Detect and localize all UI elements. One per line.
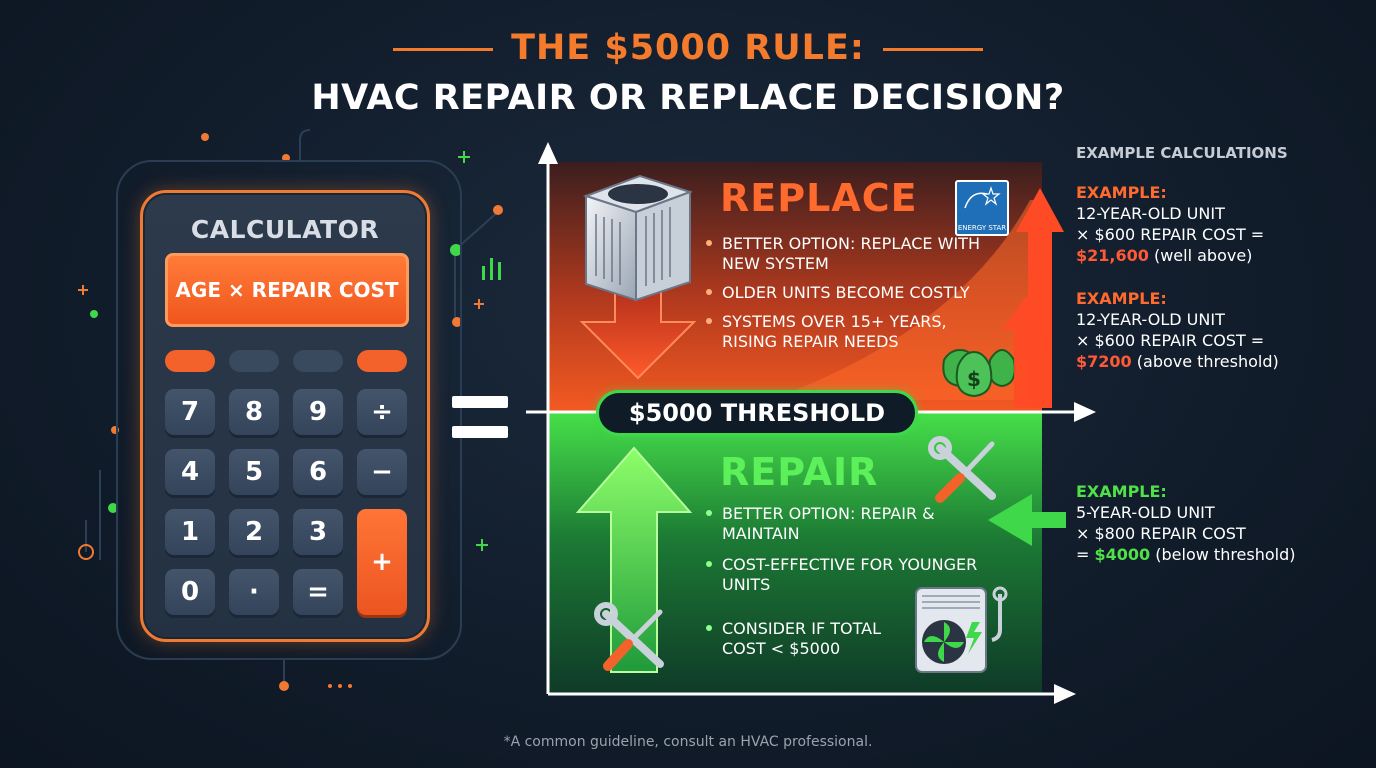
- title-block: THE $5000 RULE: HVAC REPAIR OR REPLACE D…: [0, 28, 1376, 118]
- example-label: EXAMPLE:: [1076, 183, 1167, 202]
- example-line: × $600 REPAIR COST =: [1076, 331, 1265, 350]
- example-line: 12-YEAR-OLD UNIT: [1076, 310, 1225, 329]
- key-3: 3: [293, 509, 343, 555]
- key-4: 4: [165, 449, 215, 495]
- key-plus: +: [357, 509, 407, 615]
- calculator-function-key: [229, 350, 279, 372]
- threshold-arrow-icon: [1074, 402, 1096, 422]
- up-arrow-icon: [575, 446, 693, 673]
- example-3: EXAMPLE: 5-YEAR-OLD UNIT × $800 REPAIR C…: [1076, 481, 1296, 565]
- calculator-display: AGE × REPAIR COST: [165, 253, 409, 327]
- outdoor-ac-unit-icon: [582, 174, 694, 302]
- example-note: (below threshold): [1155, 545, 1296, 564]
- key-divide: ÷: [357, 389, 407, 435]
- key-dot: ·: [229, 569, 279, 615]
- key-8: 8: [229, 389, 279, 435]
- example-note: (above threshold): [1136, 352, 1279, 371]
- example-note: (well above): [1153, 246, 1253, 265]
- repair-bullet: CONSIDER IF TOTAL COST < $5000: [706, 619, 886, 659]
- key-equals: =: [293, 569, 343, 615]
- repair-bullets: BETTER OPTION: REPAIR & MAINTAIN COST-EF…: [706, 504, 1006, 668]
- example-line: × $600 REPAIR COST =: [1076, 225, 1265, 244]
- equals-icon: [452, 396, 508, 440]
- examples-heading: EXAMPLE CALCULATIONS: [1076, 144, 1288, 162]
- example-result-line: $7200 (above threshold): [1076, 351, 1279, 372]
- energy-star-icon: [964, 186, 1001, 209]
- y-axis-arrow-icon: [538, 142, 558, 164]
- money-bags-icon: $: [942, 348, 1016, 398]
- example-label: EXAMPLE:: [1076, 289, 1167, 308]
- repair-title: REPAIR: [720, 450, 879, 494]
- replace-bullets: BETTER OPTION: REPLACE WITH NEW SYSTEM O…: [706, 234, 996, 361]
- example-result: $7200: [1076, 352, 1132, 371]
- mini-split-unit-icon: [915, 586, 1008, 673]
- wrench-screwdriver-icon: [928, 436, 996, 503]
- example-result-line: = $4000 (below threshold): [1076, 544, 1296, 565]
- calculator-function-key: [165, 350, 215, 372]
- example-line: × $800 REPAIR COST: [1076, 524, 1246, 543]
- example-label: EXAMPLE:: [1076, 482, 1167, 501]
- energy-star-badge: ENERGY STAR: [955, 180, 1009, 236]
- replace-bullet: OLDER UNITS BECOME COSTLY: [706, 283, 996, 303]
- key-1: 1: [165, 509, 215, 555]
- replace-bullet: BETTER OPTION: REPLACE WITH NEW SYSTEM: [706, 234, 996, 274]
- footnote: *A common guideline, consult an HVAC pro…: [503, 734, 873, 750]
- example-line: 12-YEAR-OLD UNIT: [1076, 204, 1225, 223]
- calculator-outline: [116, 160, 462, 660]
- repair-bullet: BETTER OPTION: REPAIR & MAINTAIN: [706, 504, 1006, 544]
- replace-bullet: SYSTEMS OVER 15+ YEARS, RISING REPAIR NE…: [706, 312, 996, 352]
- key-9: 9: [293, 389, 343, 435]
- example-result: $21,600: [1076, 246, 1149, 265]
- key-6: 6: [293, 449, 343, 495]
- x-axis-arrow-icon: [1054, 684, 1076, 704]
- calculator: CALCULATOR AGE × REPAIR COST 7 8 9 ÷ 4 5…: [140, 190, 430, 642]
- title-line-1: THE $5000 RULE:: [393, 28, 983, 68]
- replace-title: REPLACE: [720, 176, 918, 220]
- svg-text:$: $: [967, 367, 981, 391]
- example-result-line: $21,600 (well above): [1076, 245, 1264, 266]
- example-line: 5-YEAR-OLD UNIT: [1076, 503, 1215, 522]
- key-2: 2: [229, 509, 279, 555]
- cost-curve: [770, 200, 1042, 400]
- example-result: $4000: [1094, 545, 1151, 564]
- key-minus: −: [357, 449, 407, 495]
- example-1: EXAMPLE: 12-YEAR-OLD UNIT × $600 REPAIR …: [1076, 182, 1264, 266]
- key-7: 7: [165, 389, 215, 435]
- repair-bullet: COST-EFFECTIVE FOR YOUNGER UNITS: [706, 555, 1006, 595]
- up-arrow-icon: [1002, 296, 1040, 408]
- energy-star-label: ENERGY STAR: [957, 224, 1007, 232]
- calculator-label: CALCULATOR: [190, 215, 380, 244]
- threshold-label: $5000 THRESHOLD: [596, 390, 918, 436]
- key-5: 5: [229, 449, 279, 495]
- key-0: 0: [165, 569, 215, 615]
- example-prefix: =: [1076, 545, 1090, 564]
- wrench-screwdriver-icon: [594, 602, 664, 671]
- calculator-function-key: [357, 350, 407, 372]
- example-2: EXAMPLE: 12-YEAR-OLD UNIT × $600 REPAIR …: [1076, 288, 1279, 372]
- title-line-2: HVAC REPAIR OR REPLACE DECISION?: [311, 78, 1065, 118]
- left-arrow-icon: [988, 494, 1066, 546]
- down-arrow-icon: [579, 287, 697, 380]
- calculator-function-key: [293, 350, 343, 372]
